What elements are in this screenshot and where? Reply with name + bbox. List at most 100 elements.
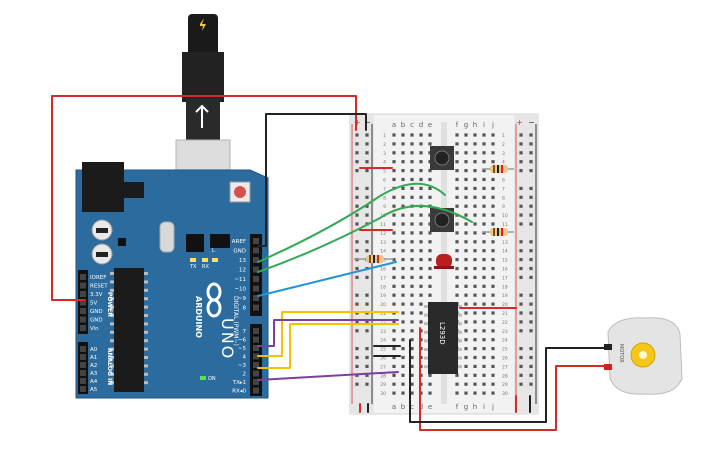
power-pin-label-2: 3.3V — [90, 292, 103, 298]
column-label-bottom-g: g — [464, 403, 468, 411]
rail-minus-right: − — [528, 118, 535, 127]
row-number-right-20: 20 — [502, 302, 508, 308]
column-label-top-a: a — [392, 121, 396, 129]
row-number-left-26: 26 — [380, 356, 386, 362]
analog-pin-label-0: A0 — [90, 347, 98, 353]
power-pin-label-5: GND — [90, 318, 103, 324]
rail-minus-left: − — [364, 118, 371, 127]
column-label-bottom-c: c — [410, 403, 414, 411]
row-number-left-17: 17 — [380, 275, 386, 281]
column-label-top-d: d — [419, 121, 423, 129]
row-number-left-1: 1 — [383, 133, 386, 139]
row-number-right-14: 14 — [502, 249, 508, 255]
bottom-pin-label-3: 4 — [243, 355, 247, 361]
analog-pin-label-2: A2 — [90, 363, 97, 369]
row-number-left-22: 22 — [380, 320, 386, 326]
arduino-brand-label: ARDUINO — [194, 296, 203, 338]
arduino-pin-holes — [80, 238, 259, 394]
row-number-left-2: 2 — [383, 142, 386, 148]
analog-pin-label-3: A3 — [90, 371, 98, 377]
bottom-pin-label-1: ~6 — [238, 338, 247, 344]
wire-green-12 — [257, 204, 473, 273]
analog-pin-label-5: A5 — [90, 387, 98, 393]
capacitors — [91, 219, 113, 265]
row-number-right-8: 8 — [502, 195, 505, 201]
dc-motor: MOTOR — [604, 317, 683, 395]
row-number-right-19: 19 — [502, 293, 508, 299]
row-number-right-29: 29 — [502, 382, 508, 388]
column-label-top-b: b — [401, 121, 406, 129]
row-number-left-27: 27 — [380, 364, 386, 370]
row-number-right-16: 16 — [502, 267, 508, 273]
row-number-right-18: 18 — [502, 284, 508, 290]
top-pin-label-2: 13 — [239, 258, 246, 264]
red-led — [434, 254, 454, 269]
row-number-left-13: 13 — [380, 240, 386, 246]
row-number-right-15: 15 — [502, 258, 508, 264]
row-number-left-11: 11 — [380, 222, 386, 228]
motor-label: MOTOR — [618, 344, 624, 363]
resistor-2 — [482, 228, 514, 236]
chip-legs — [110, 272, 148, 385]
analog-header-label: ANALOG IN — [106, 348, 113, 385]
column-label-bottom-h: h — [473, 403, 477, 411]
column-label-top-g: g — [464, 121, 468, 129]
row-number-left-25: 25 — [380, 347, 386, 353]
row-number-right-24: 24 — [502, 338, 508, 344]
top-pin-label-4: ~11 — [234, 277, 246, 283]
rail-plus-right: + — [516, 118, 523, 127]
row-number-left-6: 6 — [383, 178, 386, 184]
bottom-pin-label-5: 2 — [243, 372, 247, 378]
row-number-right-21: 21 — [502, 311, 508, 317]
column-label-top-h: h — [473, 121, 477, 129]
voltage-regulator — [124, 182, 144, 198]
pushbutton-2[interactable] — [430, 208, 454, 232]
row-number-right-11: 11 — [502, 222, 508, 228]
led-label-tx: TX — [189, 264, 197, 270]
wire-purple-6 — [257, 319, 399, 347]
column-label-bottom-e: e — [428, 403, 432, 411]
row-number-right-22: 22 — [502, 320, 508, 326]
led-label-on: ON — [208, 376, 216, 382]
reset-button[interactable] — [229, 181, 251, 203]
wire-red-chip — [419, 327, 607, 431]
row-number-right-13: 13 — [502, 240, 508, 246]
top-pin-label-0: AREF — [232, 239, 246, 245]
analog-pin-label-1: A1 — [90, 355, 97, 361]
wire-black-gnd — [257, 113, 367, 247]
ic-label: L293D — [438, 322, 446, 345]
row-number-right-2: 2 — [502, 142, 505, 148]
wire-blue-9 — [257, 261, 397, 297]
row-number-left-20: 20 — [380, 302, 386, 308]
column-label-bottom-f: f — [456, 403, 459, 411]
row-number-right-26: 26 — [502, 356, 508, 362]
column-label-top-e: e — [428, 121, 432, 129]
atmega-chip — [114, 268, 144, 392]
row-number-right-23: 23 — [502, 329, 508, 335]
arduino-model-label: UNO — [218, 318, 237, 360]
column-label-bottom-a: a — [392, 403, 396, 411]
power-header-label: POWER — [106, 292, 113, 317]
resistor-1 — [482, 165, 514, 173]
wire-yellow-4a — [257, 311, 399, 357]
row-number-right-9: 9 — [502, 204, 505, 210]
wires — [51, 95, 607, 431]
led-label-rx: RX — [202, 264, 209, 270]
row-number-right-25: 25 — [502, 347, 508, 353]
bottom-pin-label-2: ~5 — [238, 346, 247, 352]
row-number-left-19: 19 — [380, 293, 386, 299]
column-label-top-c: c — [410, 121, 414, 129]
usb-cable — [175, 14, 231, 175]
row-number-right-28: 28 — [502, 373, 508, 379]
wire-red-5v — [51, 95, 357, 301]
row-number-left-16: 16 — [380, 267, 386, 273]
breadboard-holes — [355, 133, 533, 395]
column-label-top-j: j — [491, 121, 494, 129]
column-label-bottom-i: i — [483, 403, 485, 411]
top-pin-label-6: ~9 — [238, 296, 247, 302]
row-number-left-8: 8 — [383, 195, 386, 201]
bottom-pin-label-4: ~3 — [238, 363, 247, 369]
pushbutton-1[interactable] — [430, 146, 454, 170]
row-number-right-7: 7 — [502, 186, 505, 192]
